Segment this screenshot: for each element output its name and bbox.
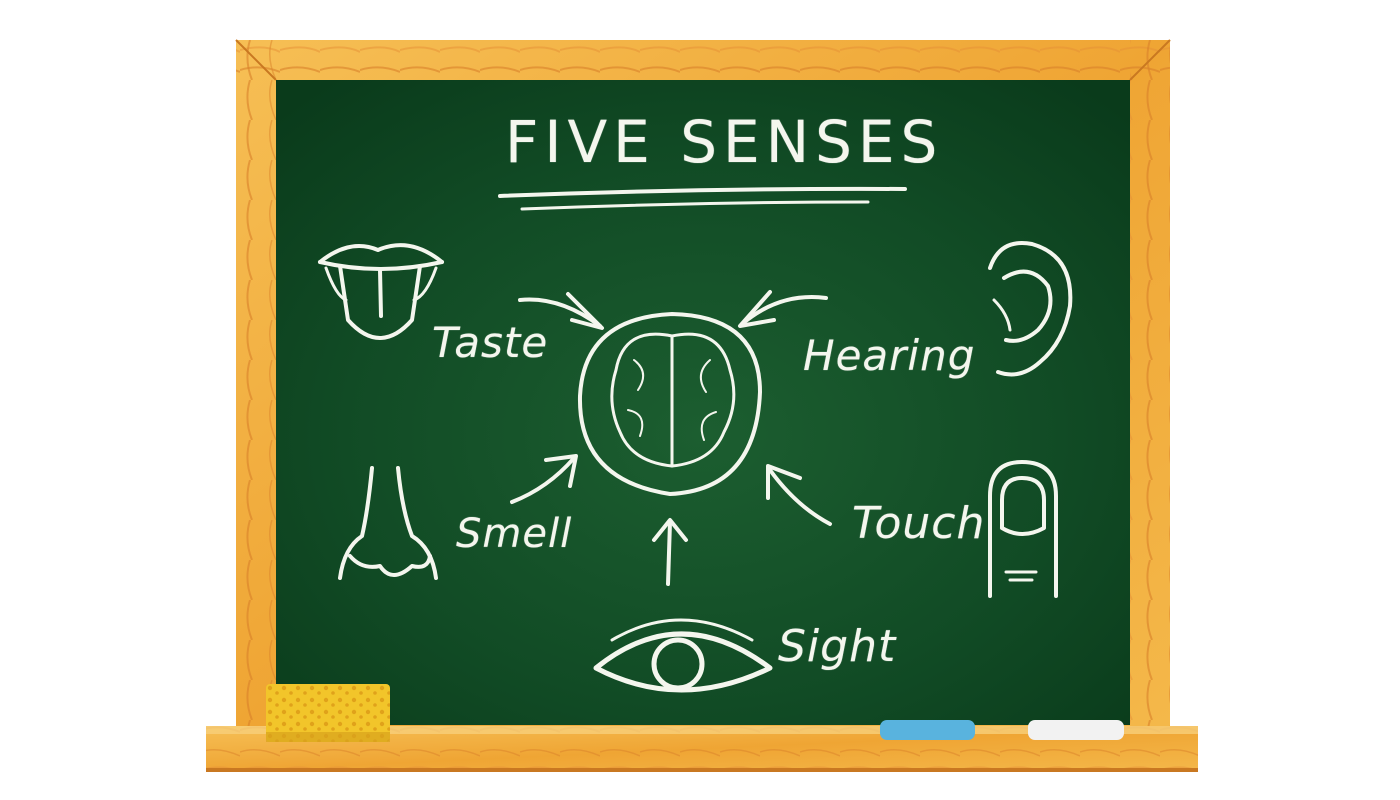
sponge-eraser-icon — [266, 684, 390, 742]
sense-label-sight: Sight — [778, 621, 897, 672]
tongue-icon — [318, 243, 444, 340]
arrow-hearing-to-brain — [738, 290, 828, 328]
title-underline — [498, 186, 907, 211]
finger-icon — [988, 460, 1058, 598]
blue-chalk-icon — [880, 720, 975, 740]
arrow-sight-to-brain — [652, 518, 688, 586]
white-chalk-icon — [1028, 720, 1124, 740]
sense-label-smell: Smell — [456, 511, 573, 557]
arrow-taste-to-brain — [518, 292, 604, 330]
eye-icon — [593, 618, 773, 693]
sense-label-hearing: Hearing — [803, 331, 976, 380]
arrow-smell-to-brain — [510, 454, 578, 504]
board-title: FIVE SENSES — [505, 108, 944, 176]
brain-icon — [577, 312, 762, 496]
board-surface — [276, 80, 1130, 725]
nose-icon — [338, 466, 438, 580]
arrow-touch-to-brain — [766, 464, 832, 526]
ear-icon — [988, 241, 1073, 377]
sense-label-taste: Taste — [432, 318, 549, 367]
sense-label-touch: Touch — [852, 498, 986, 549]
